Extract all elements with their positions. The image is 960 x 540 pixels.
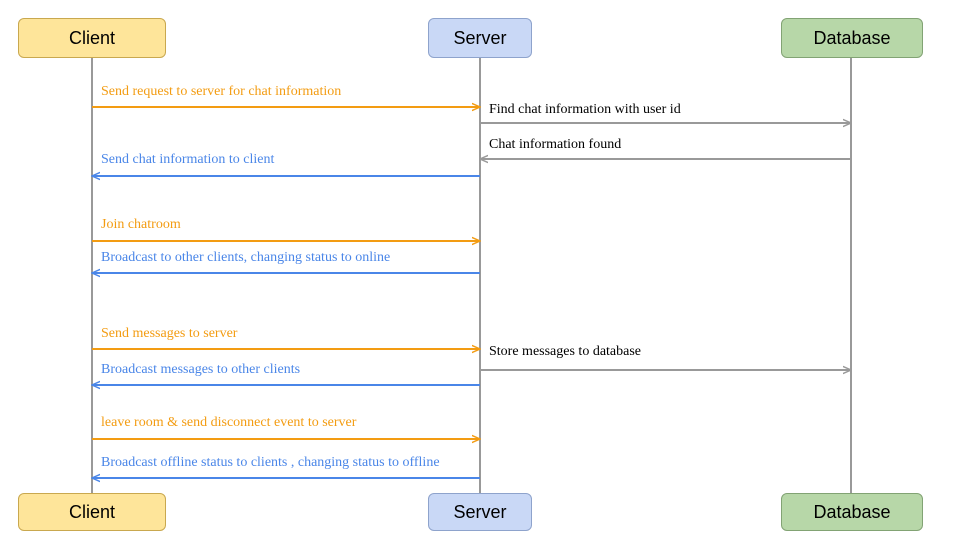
message-label: Broadcast offline status to clients , ch… [101, 455, 440, 470]
message-label: Store messages to database [489, 344, 642, 359]
message-arrows [92, 107, 851, 478]
message-label: leave room & send disconnect event to se… [101, 415, 357, 430]
server-participant-top: Server [428, 18, 532, 58]
server-participant-bottom: Server [428, 493, 532, 531]
message-label: Broadcast to other clients, changing sta… [101, 250, 391, 265]
message-label: Send request to server for chat informat… [101, 84, 342, 99]
message-label: Broadcast messages to other clients [101, 362, 301, 377]
database-participant-bottom: Database [781, 493, 923, 531]
message-label: Join chatroom [101, 217, 181, 232]
message-label: Chat information found [489, 137, 622, 152]
client-participant-bottom: Client [18, 493, 166, 531]
client-participant-top: Client [18, 18, 166, 58]
message-label: Send chat information to client [101, 152, 275, 167]
database-participant-top: Database [781, 18, 923, 58]
message-label: Send messages to server [101, 326, 238, 341]
message-label: Find chat information with user id [489, 102, 681, 117]
